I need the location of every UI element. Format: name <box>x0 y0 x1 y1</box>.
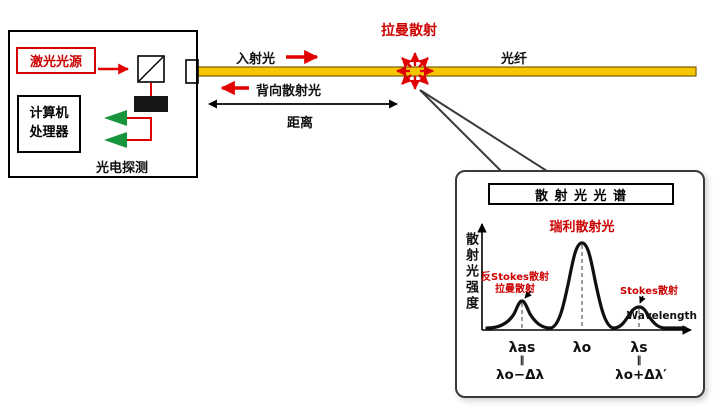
computer-label-line2: 处理器 <box>29 125 69 140</box>
backscatter-label: 背向散射光 <box>256 84 322 99</box>
raman-scatter-star-icon <box>395 51 435 91</box>
instrument-box <box>8 30 198 178</box>
fiber-connector-icon <box>185 59 199 84</box>
anti-stokes-label-line1: 反Stokes散射 <box>481 272 549 283</box>
spectrum-curve <box>485 241 687 330</box>
callout-wedge-pointer <box>419 89 551 172</box>
spectrum-plot <box>477 223 692 335</box>
equals-mark-right: ‖ <box>636 355 642 366</box>
equals-mark-left: ‖ <box>519 355 525 366</box>
sub-label-stokes-wavelength: λo+Δλ′ <box>615 367 667 383</box>
spectrum-title-box: 散 射 光 光 谱 <box>488 183 674 205</box>
laser-source-box: 激光光源 <box>16 47 96 74</box>
spectrum-callout: 散 射 光 光 谱 散射光强度 瑞利散射光 反Stokes散射 拉曼散射 Sto… <box>455 170 705 398</box>
anti-stokes-label-line2: 拉曼散射 <box>495 284 535 295</box>
spectrum-x-axis-label: Wavelength <box>626 310 697 322</box>
photodetector-icons <box>104 110 127 148</box>
detector-signal-lines <box>127 117 152 141</box>
raman-scatter-label: 拉曼散射 <box>381 23 437 39</box>
incident-light-label: 入射光 <box>236 52 276 67</box>
computer-label-line1: 计算机 <box>29 106 69 122</box>
distance-label: 距离 <box>287 116 314 131</box>
tick-lambda-o: λo <box>572 340 592 356</box>
peak-guide-lines <box>521 245 640 329</box>
anti-stokes-pointer-arrow <box>524 290 532 299</box>
rayleigh-peak-label: 瑞利散射光 <box>549 220 615 235</box>
sub-label-anti-stokes-wavelength: λo−Δλ <box>495 367 545 383</box>
tick-lambda-as: λas <box>508 340 536 356</box>
fiber-label: 光纤 <box>501 52 528 67</box>
detector-module-icon <box>134 96 168 112</box>
beam-splitter-icon <box>137 55 165 83</box>
stokes-peak-label: Stokes散射 <box>620 286 678 297</box>
anti-stokes-peak-label: 反Stokes散射 拉曼散射 <box>477 272 553 296</box>
laser-source-label: 激光光源 <box>29 55 82 70</box>
spectrum-y-axis-label: 散射光强度 <box>463 232 478 312</box>
stokes-pointer-arrow <box>639 295 646 304</box>
tick-lambda-s: λs <box>630 340 648 356</box>
computer-processor-box: 计算机 处理器 <box>17 95 81 153</box>
optical-fiber-line <box>196 66 697 77</box>
spectrum-title: 散 射 光 光 谱 <box>534 188 628 204</box>
photodetector-label: 光电探测 <box>96 161 149 176</box>
